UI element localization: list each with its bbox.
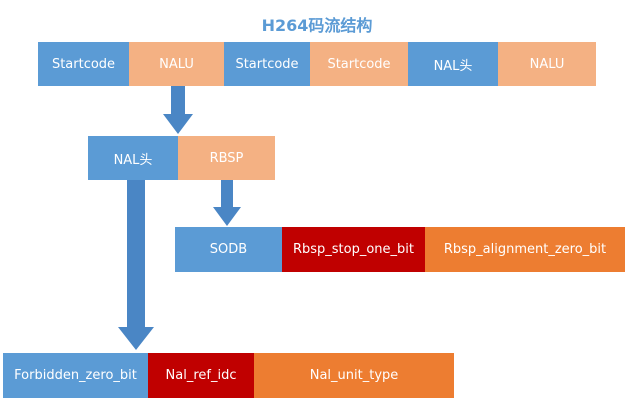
arrow-nalu-expand xyxy=(163,86,193,134)
field-nal-ref-idc: Nal_ref_idc xyxy=(148,353,254,398)
stream-startcode-2: Startcode xyxy=(224,42,310,86)
rbsp-alignment-zero-bit: Rbsp_alignment_zero_bit xyxy=(425,227,625,272)
arrow-rbsp-expand xyxy=(213,180,241,226)
rbsp-sodb: SODB xyxy=(175,227,282,272)
arrow-nal-header-expand xyxy=(118,180,154,350)
rbsp-stop-one-bit: Rbsp_stop_one_bit xyxy=(282,227,425,272)
stream-nalu-2: NALU xyxy=(498,42,596,86)
field-nal-unit-type: Nal_unit_type xyxy=(254,353,454,398)
field-forbidden-zero-bit: Forbidden_zero_bit xyxy=(3,353,148,398)
diagram-title: H264码流结构 xyxy=(261,16,373,35)
stream-startcode-3: Startcode xyxy=(310,42,408,86)
stream-nalu-1: NALU xyxy=(129,42,224,86)
nalu-nal-header: NAL头 xyxy=(88,136,178,180)
stream-startcode-1: Startcode xyxy=(38,42,129,86)
stream-nal-header: NAL头 xyxy=(408,42,498,86)
nalu-rbsp: RBSP xyxy=(178,136,275,180)
